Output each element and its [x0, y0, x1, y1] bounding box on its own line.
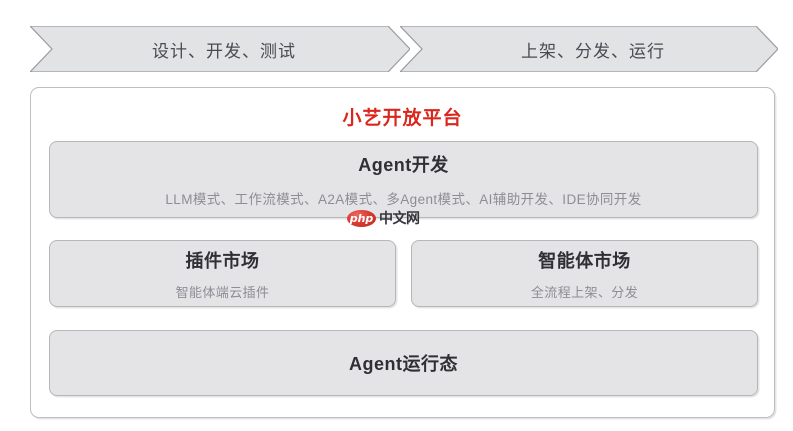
stage-chevron-launch-distribute-operate: 上架、分发、运行	[400, 26, 778, 72]
panel-title: 插件市场	[185, 250, 260, 271]
watermark-label: 中文网	[379, 211, 420, 227]
panel-subtitle: 全流程上架、分发	[530, 284, 639, 300]
page-title: 小艺开放平台	[342, 108, 463, 129]
panel-agent-market[interactable]: 智能体市场 全流程上架、分发	[411, 240, 758, 307]
stage-chevron-band: 设计、开发、测试 上架、分发、运行	[0, 0, 793, 87]
watermark: php 中文网	[347, 208, 420, 228]
panel-title: Agent开发	[358, 155, 449, 175]
php-logo-icon: php	[347, 209, 376, 227]
panel-agent-runtime[interactable]: Agent运行态	[49, 330, 758, 396]
platform-card: 小艺开放平台 Agent开发 LLM模式、工作流模式、A2A模式、多Agent模…	[30, 87, 775, 418]
stage-chevron-label: 设计、开发、测试	[152, 41, 296, 61]
panel-plugin-market[interactable]: 插件市场 智能体端云插件	[49, 240, 396, 307]
stage-chevron-design-dev-test: 设计、开发、测试	[30, 26, 410, 72]
panel-agent-development[interactable]: Agent开发 LLM模式、工作流模式、A2A模式、多Agent模式、AI辅助开…	[49, 141, 758, 218]
chevron-shape-icon	[30, 26, 410, 72]
panel-title: 智能体市场	[538, 250, 631, 271]
panel-title: Agent运行态	[349, 354, 458, 374]
stage-chevron-label: 上架、分发、运行	[521, 41, 665, 61]
panel-subtitle: LLM模式、工作流模式、A2A模式、多Agent模式、AI辅助开发、IDE协同开…	[165, 192, 642, 207]
panel-subtitle: 智能体端云插件	[175, 284, 270, 300]
chevron-shape-icon	[400, 26, 778, 72]
